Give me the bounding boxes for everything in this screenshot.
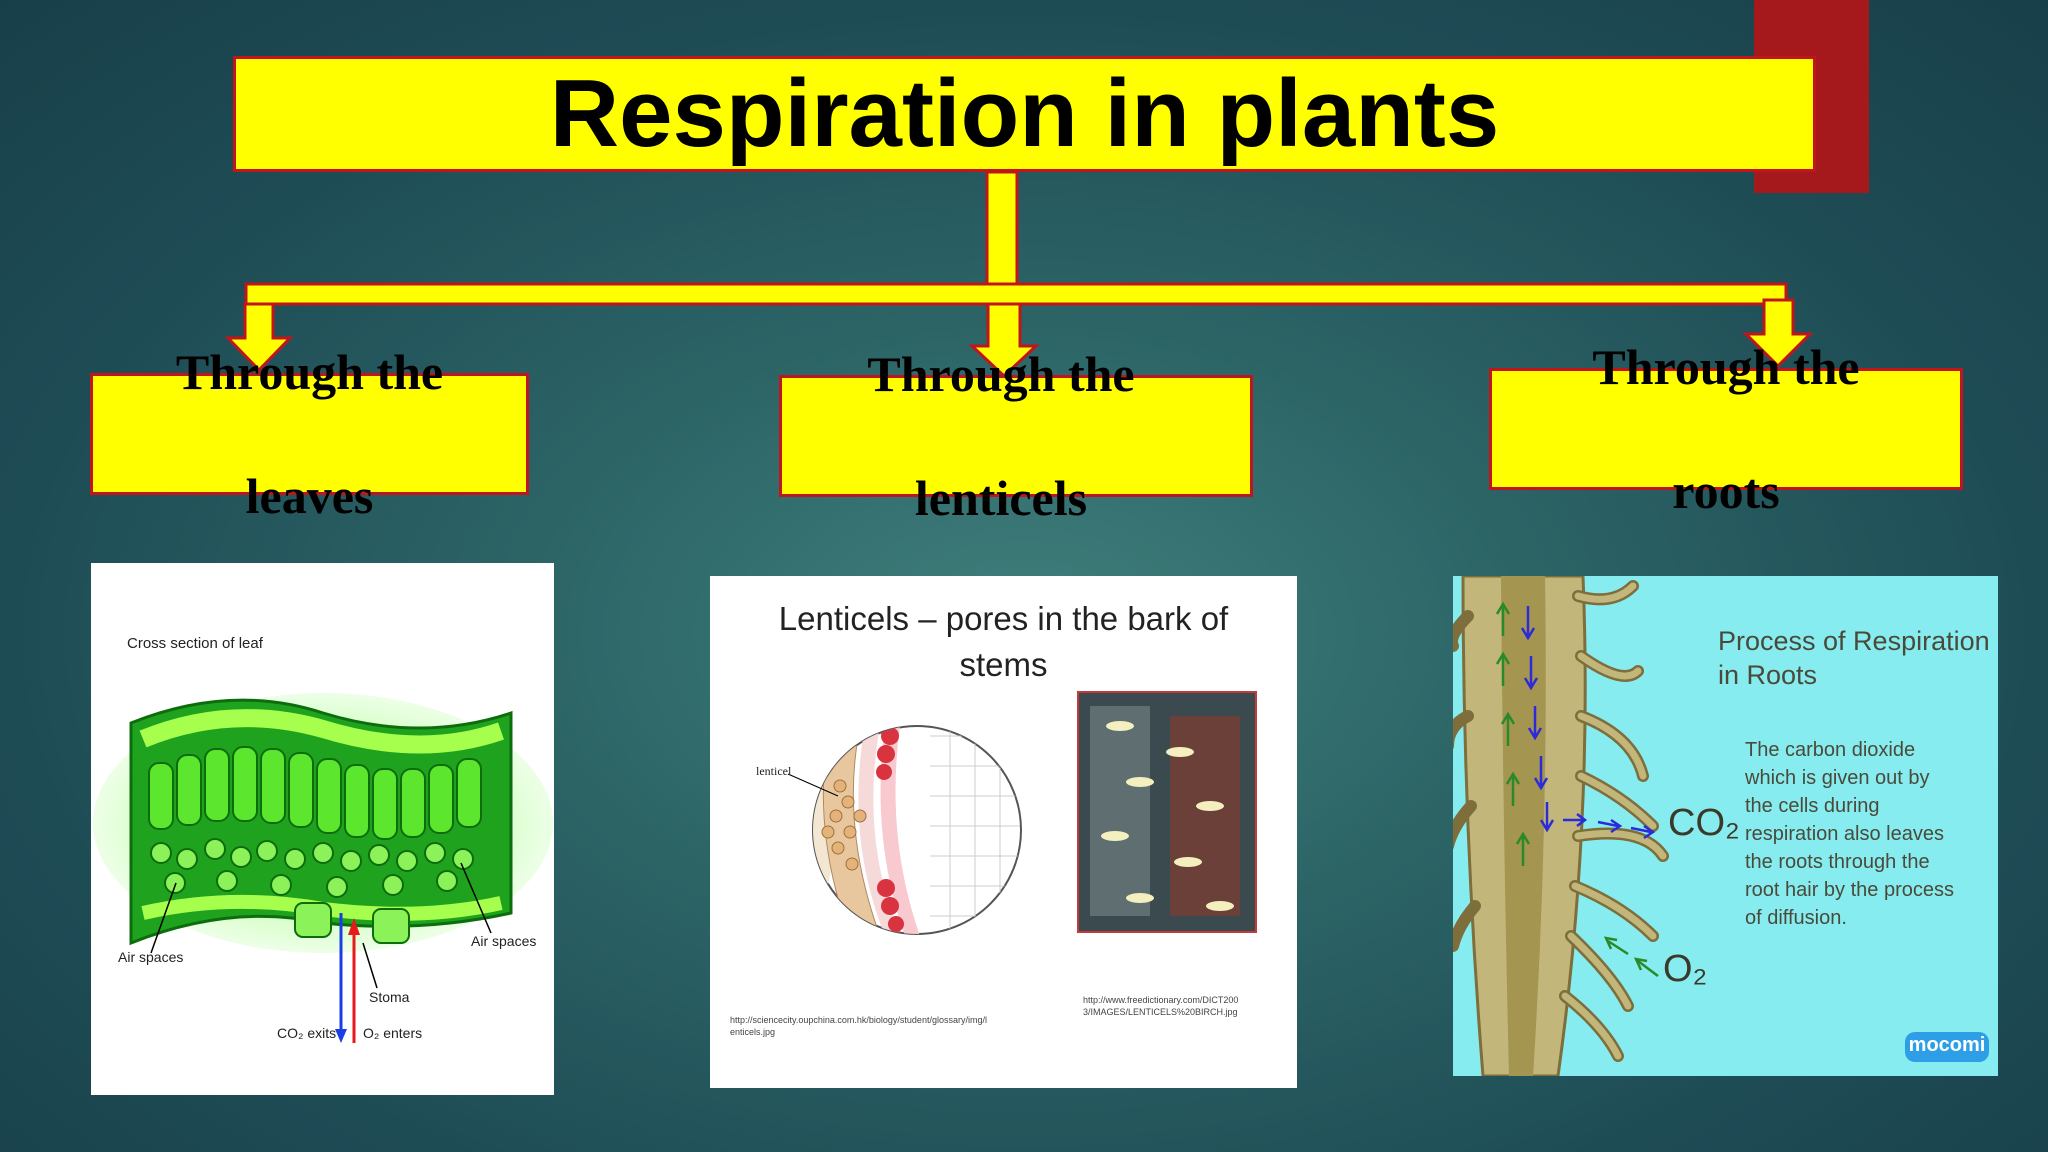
leaf-label-o2: O₂ enters	[363, 1025, 423, 1041]
roots-label-o2: O₂	[1663, 948, 1708, 990]
arrow-right	[1742, 298, 1814, 369]
roots-illustration	[1453, 576, 1989, 1076]
branch-leaves-line2: leaves	[245, 468, 374, 524]
roots-body-line: which is given out by	[1745, 767, 1930, 789]
branch-roots-line1: Through the	[1592, 339, 1860, 395]
page-title: Respiration in plants	[549, 60, 1500, 167]
lenticel-label: lenticel	[756, 764, 792, 778]
leaf-label-co2: CO₂ exits	[277, 1025, 337, 1041]
lenticels-image: Lenticels – pores in the bark of stems	[710, 576, 1297, 1088]
roots-heading-line2: in Roots	[1718, 660, 1818, 690]
lenticel-heading-line2: stems	[959, 646, 1048, 683]
leaf-label-air-right: Air spaces	[471, 933, 537, 949]
roots-heading-line1: Process of Respiration	[1718, 626, 1990, 656]
branch-box-leaves: Through the leaves	[90, 344, 529, 524]
roots-body-line: respiration also leaves	[1745, 823, 1944, 845]
lenticel-source-left-2: enticels.jpg	[730, 1027, 776, 1037]
leaf-label-stoma: Stoma	[369, 989, 410, 1005]
lenticel-source-left-1: http://sciencecity.oupchina.com.hk/biolo…	[730, 1015, 987, 1025]
mocomi-logo: mocomi	[1908, 1034, 1986, 1056]
lenticel-heading-line1: Lenticels – pores in the bark of	[778, 600, 1229, 637]
branch-leaves-line1: Through the	[175, 344, 444, 400]
leaf-cross-section-image: Cross section of leaf	[91, 563, 554, 1095]
roots-body: The carbon dioxide which is given out by…	[1745, 736, 1954, 932]
leaf-heading: Cross section of leaf	[127, 635, 263, 652]
lenticel-source-right-2: 3/IMAGES/LENTICELS%20BIRCH.jpg	[1083, 1007, 1238, 1017]
lenticel-illustration	[787, 691, 1257, 935]
roots-label-co2: CO₂	[1668, 802, 1740, 844]
lenticel-source-right-1: http://www.freedictionary.com/DICT200	[1083, 995, 1239, 1005]
branch-lenticels-line2: lenticels	[914, 470, 1088, 526]
branch-box-lenticels: Through the lenticels	[779, 346, 1253, 526]
arrow-left	[224, 302, 294, 373]
branch-lenticels-line1: Through the	[867, 346, 1135, 402]
leaf-illustration	[93, 693, 553, 1043]
roots-image: Process of Respiration in Roots The carb…	[1453, 576, 1998, 1076]
branch-box-roots: Through the roots	[1489, 339, 1963, 519]
connector-lines	[224, 170, 1814, 379]
branch-roots-line2: roots	[1672, 463, 1780, 519]
roots-body-line: of diffusion.	[1745, 907, 1847, 929]
roots-body-line: the roots through the	[1745, 851, 1930, 873]
leaf-label-air-left: Air spaces	[118, 949, 184, 965]
title-box: Respiration in plants	[233, 56, 1816, 172]
arrow-middle	[968, 302, 1040, 379]
roots-body-line: the cells during	[1745, 795, 1880, 817]
roots-body-line: root hair by the process	[1745, 879, 1954, 901]
roots-body-line: The carbon dioxide	[1745, 739, 1916, 761]
